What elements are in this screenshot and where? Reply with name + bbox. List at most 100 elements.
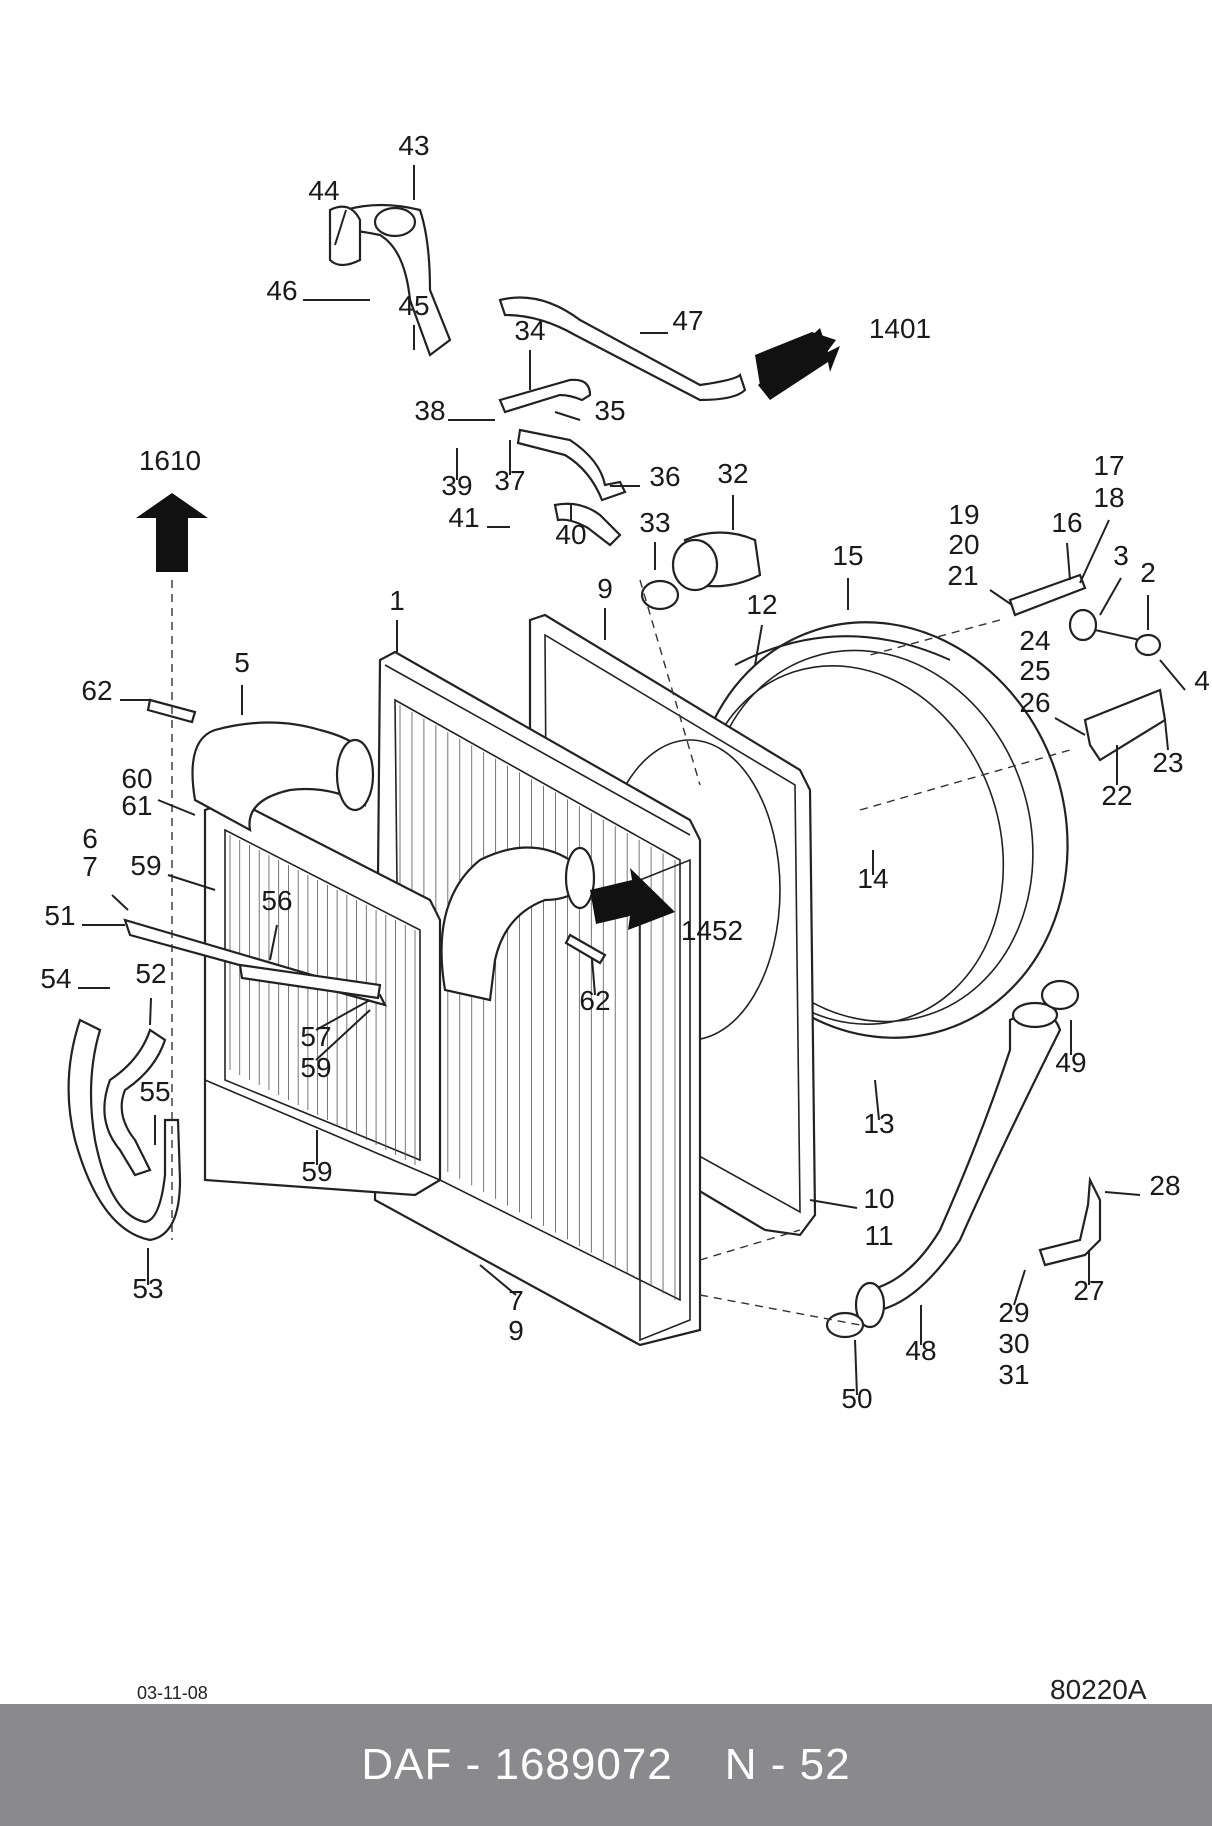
charge-air-pipe-lower [440, 846, 596, 1002]
callout-label-59: 59 [300, 1052, 331, 1083]
callout-label-36: 36 [649, 461, 680, 492]
leader-line [1104, 1191, 1141, 1196]
callout-label-35: 35 [594, 395, 625, 426]
reference-label-1401: 1401 [869, 313, 931, 344]
callout-label-45: 45 [398, 290, 429, 321]
callout-label-18: 18 [1093, 482, 1124, 513]
leader-line [315, 999, 371, 1031]
callout-label-41: 41 [448, 502, 479, 533]
callout-label-24: 24 [1019, 625, 1050, 656]
leader-line [1164, 719, 1169, 751]
leader-line [111, 894, 129, 911]
callout-label-34: 34 [514, 315, 545, 346]
clamp-50 [825, 1311, 865, 1339]
leader-line [554, 411, 581, 421]
callout-label-26: 26 [1019, 687, 1050, 718]
leader-line [1066, 542, 1071, 581]
callout-label-50: 50 [841, 1383, 872, 1414]
leader-line [754, 624, 763, 666]
leader-line [315, 1009, 371, 1061]
callout-label-7: 7 [508, 1285, 524, 1316]
drawing-date: 03-11-08 [137, 1683, 208, 1703]
callout-label-57: 57 [300, 1021, 331, 1052]
callout-label-60: 60 [121, 763, 152, 794]
assembly-dashed-lines [171, 579, 1071, 1326]
footer-bar: DAF - 1689072 N - 52 [0, 1704, 1212, 1826]
callout-label-23: 23 [1152, 747, 1183, 778]
callout-label-20: 20 [948, 529, 979, 560]
page-number: N - 52 [724, 1740, 851, 1789]
callout-label-48: 48 [905, 1335, 936, 1366]
leader-line [1079, 519, 1110, 584]
leader-line [334, 209, 347, 246]
charge-air-pipe-upper [191, 721, 375, 833]
callout-label-44: 44 [308, 175, 339, 206]
callout-label-16: 16 [1051, 507, 1082, 538]
leader-line [1054, 717, 1086, 736]
callout-label-11: 11 [864, 1220, 893, 1251]
hose-34 [498, 378, 592, 414]
callout-label-56: 56 [261, 885, 292, 916]
callout-label-27: 27 [1073, 1275, 1104, 1306]
callout-label-59: 59 [130, 850, 161, 881]
hose-47 [498, 296, 747, 402]
callout-label-54: 54 [40, 963, 71, 994]
callout-label-9: 9 [597, 573, 613, 604]
callout-label-61: 61 [121, 790, 152, 821]
hose-52 [103, 1028, 167, 1177]
reference-label-1610: 1610 [139, 445, 201, 476]
callout-label-37: 37 [494, 465, 525, 496]
bracket-16 [1008, 573, 1087, 617]
callout-label-13: 13 [863, 1108, 894, 1139]
clamp-33 [640, 579, 680, 611]
bracket-22 [1083, 688, 1167, 762]
callout-label-10: 10 [863, 1183, 894, 1214]
hose-53 [67, 1018, 182, 1242]
callout-label-3: 3 [1113, 540, 1129, 571]
callout-label-4: 4 [1194, 665, 1210, 696]
callout-label-62: 62 [81, 675, 112, 706]
callout-label-21: 21 [947, 560, 978, 591]
leader-line [149, 997, 152, 1026]
callout-label-52: 52 [135, 958, 166, 989]
leader-line [874, 1079, 880, 1121]
reference-label-1452: 1452 [681, 915, 743, 946]
callout-label-62: 62 [579, 985, 610, 1016]
callout-label-29: 29 [998, 1297, 1029, 1328]
callout-label-15: 15 [832, 540, 863, 571]
drawing-code: 80220A [1050, 1674, 1147, 1705]
callout-label-51: 51 [44, 900, 75, 931]
leader-line [1013, 1269, 1026, 1306]
callout-label-39: 39 [441, 470, 472, 501]
callout-label-59: 59 [301, 1156, 332, 1187]
callout-label-7: 7 [82, 851, 98, 882]
callout-label-6: 6 [82, 823, 98, 854]
callout-label-40: 40 [555, 519, 586, 550]
hose-48 [854, 1001, 1062, 1329]
hose-43 [328, 203, 452, 357]
callout-label-47: 47 [672, 305, 703, 336]
callout-label-55: 55 [139, 1076, 170, 1107]
callout-label-46: 46 [266, 275, 297, 306]
leader-line [1099, 577, 1122, 616]
bracket-27 [1038, 1175, 1102, 1267]
callout-label-9: 9 [508, 1315, 524, 1346]
arrow-1401-icon [755, 328, 840, 400]
leader-line [809, 1199, 858, 1209]
callout-label-38: 38 [414, 395, 445, 426]
callout-label-1: 1 [389, 585, 405, 616]
clamp-49 [1040, 979, 1080, 1011]
filler-neck-32 [671, 531, 762, 592]
callout-label-28: 28 [1149, 1170, 1180, 1201]
bolt-2-3-4 [1068, 608, 1162, 657]
arrow-1452-icon [590, 868, 675, 930]
arrow-1610-icon [136, 493, 208, 572]
bar-56 [123, 918, 388, 1007]
callout-label-49: 49 [1055, 1047, 1086, 1078]
callout-labels: 1234567910111213141516171819202122232425… [40, 130, 1209, 1414]
leader-line [989, 589, 1013, 606]
leader-lines [78, 165, 1186, 1396]
hose-36 [516, 428, 627, 502]
callout-label-33: 33 [639, 507, 670, 538]
callout-label-22: 22 [1101, 780, 1132, 811]
